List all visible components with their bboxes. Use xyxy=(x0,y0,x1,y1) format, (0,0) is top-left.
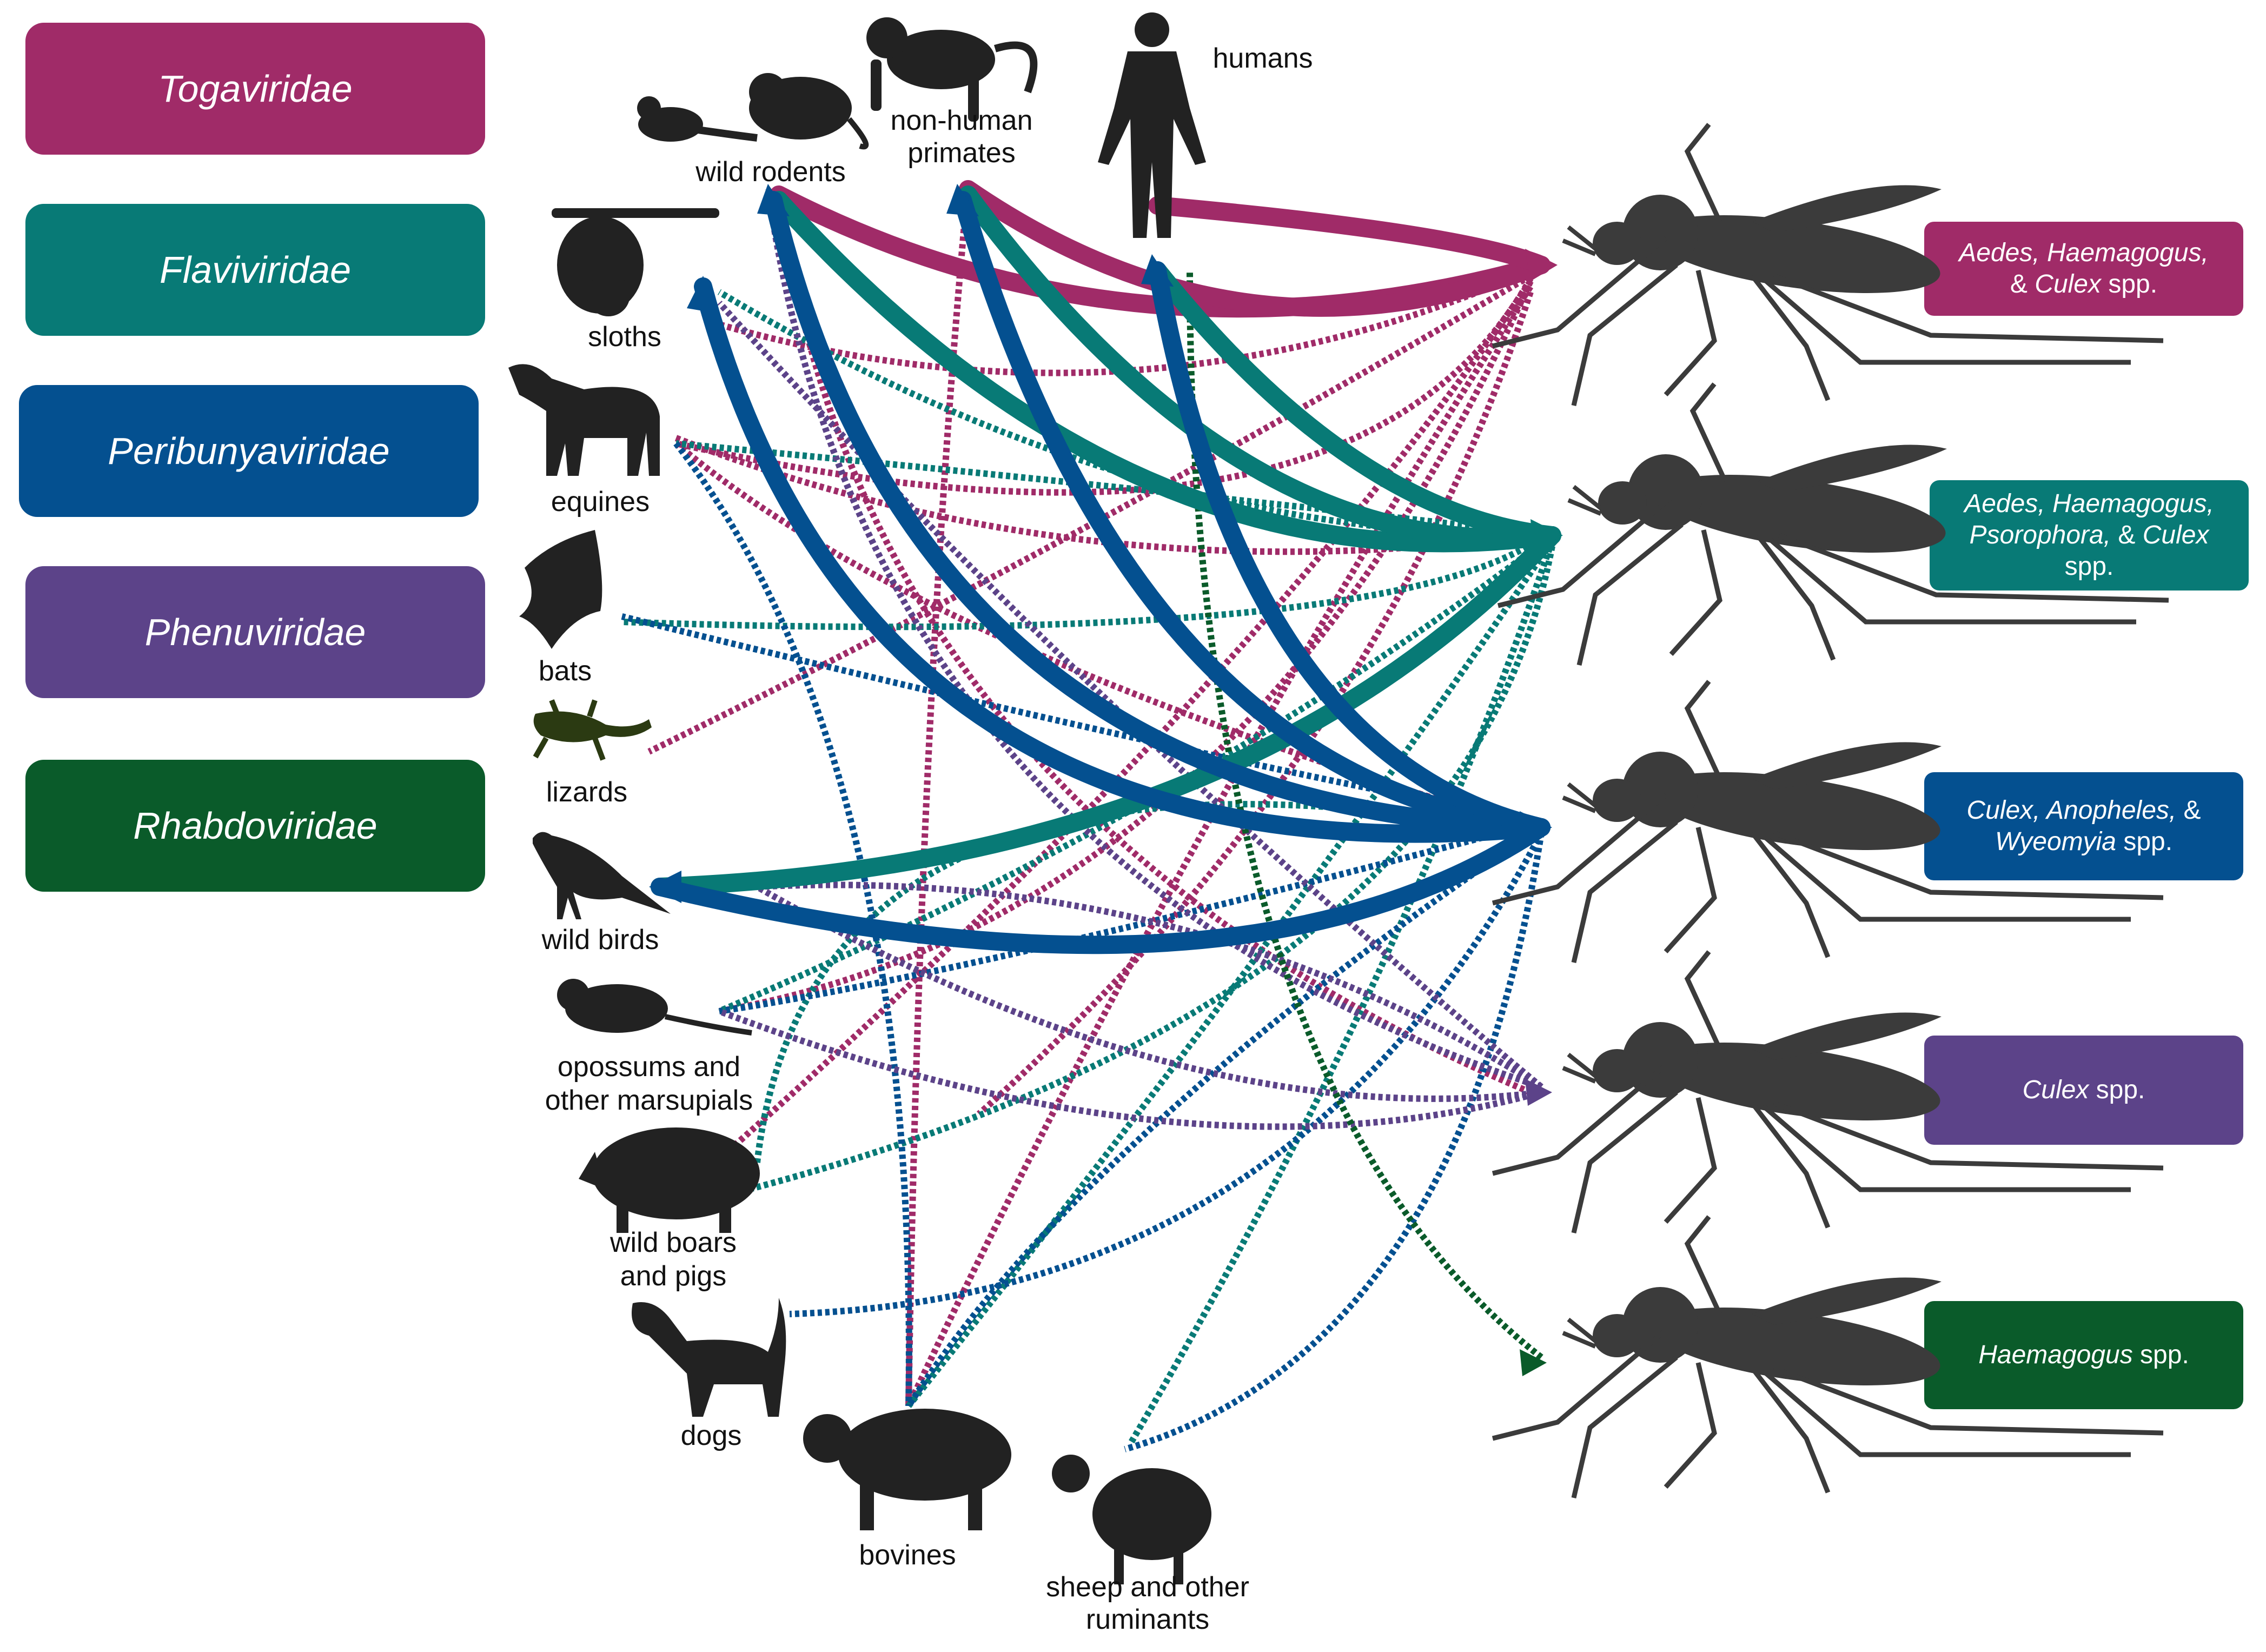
arrowhead xyxy=(1520,1349,1547,1376)
host-label-lizards: lizards xyxy=(546,777,627,808)
boar-icon xyxy=(579,1127,760,1233)
link-rhabdo-dashed xyxy=(1187,270,1543,1360)
link-peri-solid xyxy=(651,818,1551,954)
family-peribunyaviridae: Peribunyaviridae xyxy=(19,385,479,517)
link-peri-solid xyxy=(953,191,1551,837)
link-toga-dashed xyxy=(658,279,1533,1214)
arrowhead xyxy=(1520,811,1552,844)
link-flavi-dashed xyxy=(621,527,1554,631)
link-phenu-dashed xyxy=(757,881,1543,1090)
lizard-icon xyxy=(533,699,652,761)
link-flavi-solid xyxy=(1148,261,1561,545)
bat-icon xyxy=(519,530,602,649)
primate-icon xyxy=(866,17,1038,122)
mosquito-icon xyxy=(1493,681,2163,963)
arrowhead xyxy=(757,184,790,216)
link-toga-solid xyxy=(1148,196,1551,274)
dashed-links xyxy=(621,183,1555,1452)
host-label-opossums-line2: other marsupials xyxy=(545,1085,753,1116)
host-label-wild-birds: wild birds xyxy=(541,924,659,956)
vector-box-togaviridae: Aedes, Haemagogus, & Culex spp. xyxy=(1924,222,2243,316)
link-flavi-solid xyxy=(770,191,1561,553)
link-toga-dashed xyxy=(776,194,1532,1096)
family-togaviridae: Togaviridae xyxy=(25,23,485,155)
host-label-primates-line2: primates xyxy=(907,137,1015,169)
link-peri-dashed xyxy=(1124,832,1545,1452)
arrowhead xyxy=(649,871,681,903)
link-toga-dashed xyxy=(647,273,1533,755)
vector-box-rhabdoviridae: Haemagogus spp. xyxy=(1924,1301,2243,1409)
link-toga-dashed xyxy=(675,277,1534,496)
dog-icon xyxy=(632,1298,786,1417)
host-label-bovines: bovines xyxy=(859,1540,956,1571)
link-peri-solid xyxy=(694,277,1551,843)
link-phenu-dashed xyxy=(717,300,1543,1090)
vector-box-flaviviridae: Aedes, Haemagogus, Psorophora, & Culex s… xyxy=(1930,480,2249,591)
link-peri-dashed xyxy=(719,819,1542,1014)
link-phenu-dashed xyxy=(765,189,1542,1090)
sheep-icon xyxy=(1052,1455,1211,1584)
link-flavi-dashed xyxy=(718,533,1554,1014)
human-icon xyxy=(1098,12,1206,238)
link-peri-dashed xyxy=(673,441,912,1406)
arrowhead xyxy=(687,276,719,314)
link-phenu-dashed xyxy=(718,1008,1542,1130)
host-label-boars-line2: and pigs xyxy=(620,1260,727,1292)
link-peri-dashed xyxy=(905,825,1543,1408)
solid-links xyxy=(651,180,1561,954)
host-label-primates-line1: non-human xyxy=(890,105,1032,136)
family-phenuviridae: Phenuviridae xyxy=(25,566,485,698)
link-phenu-dashed xyxy=(756,884,1542,1102)
host-label-sloths: sloths xyxy=(588,321,661,353)
mosquito-icon xyxy=(1498,384,2169,665)
family-rhabdoviridae: Rhabdoviridae xyxy=(25,760,485,892)
link-peri-solid xyxy=(764,191,1551,837)
mosquito-icon xyxy=(1493,1217,2163,1498)
link-flavi-dashed xyxy=(659,545,1555,1215)
link-toga-solid xyxy=(959,180,1551,317)
host-label-sheep-line1: sheep and other xyxy=(1046,1571,1249,1603)
sloth-icon xyxy=(552,208,719,316)
arrowhead xyxy=(1525,249,1558,281)
link-flavi-solid xyxy=(651,526,1561,896)
arrowhead xyxy=(1530,519,1563,552)
host-label-dogs: dogs xyxy=(681,1420,742,1451)
host-label-equines: equines xyxy=(551,486,650,518)
vector-box-phenuviridae: Culex spp. xyxy=(1924,1036,2243,1145)
horse-icon xyxy=(508,364,660,476)
link-toga-dashed xyxy=(905,284,1534,1408)
host-label-opossums-line1: opossums and xyxy=(558,1051,740,1083)
host-label-wild-rodents: wild rodents xyxy=(695,156,845,188)
bird-icon xyxy=(533,832,671,919)
link-peri-solid xyxy=(1148,261,1551,837)
link-flavi-dashed xyxy=(1127,540,1555,1446)
link-flavi-solid xyxy=(959,185,1561,547)
mosquito-icon xyxy=(1493,124,2163,406)
link-flavi-dashed xyxy=(675,440,1553,539)
host-label-boars-line1: wild boars xyxy=(609,1227,737,1258)
link-flavi-dashed xyxy=(906,539,1555,1408)
arrowhead xyxy=(1525,1079,1552,1106)
opossum-icon xyxy=(557,979,752,1036)
bovine-icon xyxy=(803,1409,1011,1530)
link-toga-dashed xyxy=(977,291,1534,1117)
host-label-bats: bats xyxy=(539,655,592,687)
host-label-humans: humans xyxy=(1213,43,1313,74)
vector-box-peribunyaviridae: Culex, Anopheles, & Wyeomyia spp. xyxy=(1924,772,2243,880)
host-label-sheep-line2: ruminants xyxy=(1086,1604,1209,1635)
arrowhead xyxy=(1141,254,1174,287)
arrowheads xyxy=(649,184,1563,1376)
family-flaviviridae: Flaviviridae xyxy=(25,204,485,336)
mosquito-icon xyxy=(1493,952,2163,1233)
arrowhead xyxy=(946,184,979,216)
rodent-icon xyxy=(637,73,869,150)
link-peri-dashed xyxy=(789,831,1545,1317)
